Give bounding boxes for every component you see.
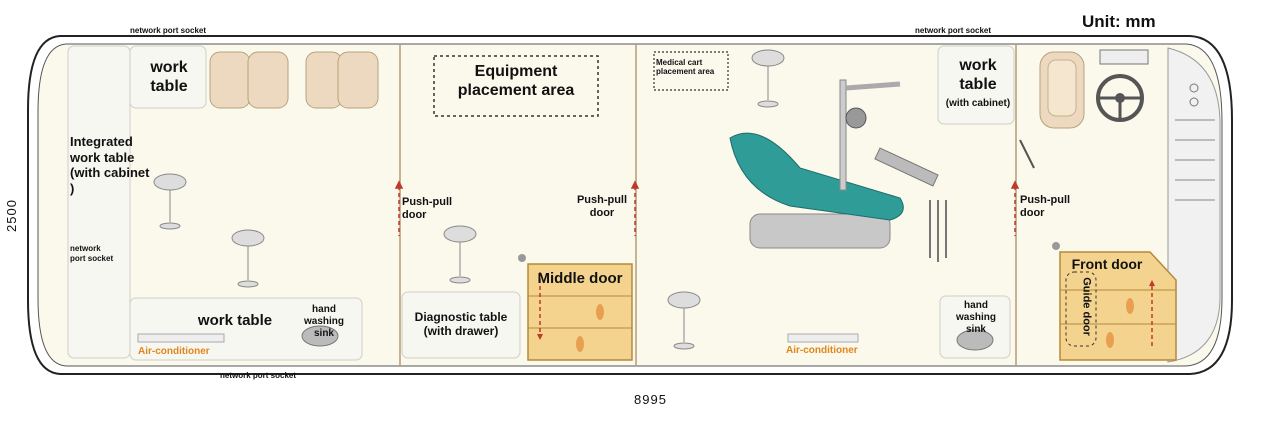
integrated-work-table-label: Integrated work table (with cabinet ) bbox=[70, 134, 150, 196]
dashboard bbox=[1167, 47, 1221, 363]
push-pull-door-label: Push-pull door bbox=[576, 194, 628, 220]
equipment-placement-label: Equipment placement area bbox=[457, 63, 575, 100]
vehicle-inner bbox=[37, 43, 1223, 367]
vehicle-outline bbox=[27, 35, 1233, 375]
network-port-socket-label: network port socket bbox=[70, 244, 114, 263]
air-conditioner-label: Air-conditioner bbox=[786, 345, 858, 356]
sink-icon bbox=[301, 325, 339, 347]
guide-door-label: Guide door bbox=[1080, 277, 1093, 336]
air-conditioner-label: Air-conditioner bbox=[138, 346, 210, 357]
stool-icon bbox=[751, 49, 785, 108]
push-pull-door-label: Push-pull door bbox=[1020, 194, 1071, 220]
network-port-socket-label: network port socket bbox=[915, 26, 992, 35]
hand-washing-sink-label: hand washing sink bbox=[303, 304, 344, 339]
stool-icon bbox=[443, 225, 477, 284]
hand-washing-sink-label: hand washing sink bbox=[955, 300, 996, 335]
stool-icon bbox=[667, 291, 701, 350]
middle-door-label: Middle door bbox=[537, 270, 623, 287]
width-dimension: 8995 bbox=[634, 392, 667, 407]
dental-chair-icon bbox=[729, 79, 947, 262]
push-pull-door-label: Push-pull door bbox=[402, 196, 453, 222]
armchair-icon bbox=[1039, 51, 1085, 129]
network-port-socket-label: network port socket bbox=[220, 371, 297, 380]
steering-wheel-icon bbox=[1096, 74, 1144, 122]
work-table-label: work table bbox=[959, 57, 997, 94]
stool-icon bbox=[153, 173, 187, 230]
diagnostic-table-label: Diagnostic table (with drawer) bbox=[414, 310, 508, 339]
medical-cart-area-label: Medical cart placement area bbox=[656, 58, 715, 77]
front-door-label: Front door bbox=[1071, 256, 1143, 272]
work-table-label: work table bbox=[150, 59, 188, 96]
stool-icon bbox=[231, 229, 265, 288]
work-table-cabinet-label: (with cabinet) bbox=[945, 98, 1011, 109]
sink-icon bbox=[956, 329, 994, 351]
footprint-icon bbox=[576, 298, 1134, 352]
network-port-socket-label: network port socket bbox=[130, 26, 207, 35]
unit-label: Unit: mm bbox=[1082, 12, 1156, 31]
work-table-label: work table bbox=[197, 312, 273, 329]
